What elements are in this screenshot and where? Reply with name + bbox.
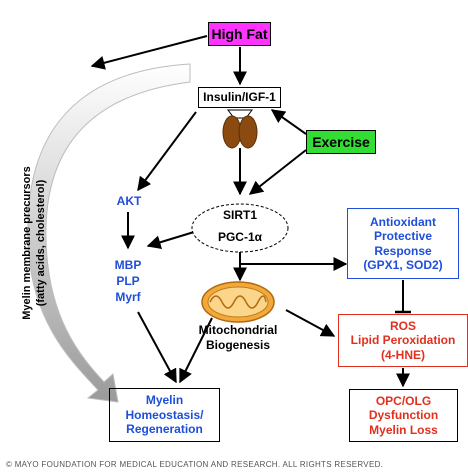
myelin-box: Myelin Homeostasis/ Regeneration <box>109 388 220 442</box>
ros-line-1: ROS <box>389 318 416 333</box>
sirt1-pgc-ellipse <box>191 203 289 253</box>
arrow-sirt1-mbp <box>146 231 195 250</box>
opc-line-2: Dysfunction <box>368 408 439 423</box>
myrf-label: Myrf <box>115 290 141 304</box>
copyright-footer: © MAYO FOUNDATION FOR MEDICAL EDUCATION … <box>6 460 384 469</box>
mbp-label: MBP <box>114 258 142 272</box>
opc-line-1: OPC/OLG <box>375 393 432 408</box>
ros-box: ROS Lipid Peroxidation (4-HNE) <box>338 314 468 367</box>
myelin-line-2: Homeostasis/ <box>125 407 204 422</box>
arrow-exercise-insulin <box>270 109 307 135</box>
exercise-label: Exercise <box>312 133 370 150</box>
antioxidant-line-4: (GPX1, SOD2) <box>363 257 443 272</box>
mito-line-1: Mitochondrial <box>198 323 278 337</box>
arrow-insulin-akt <box>137 111 197 192</box>
opc-box: OPC/OLG Dysfunction Myelin Loss <box>349 389 458 442</box>
opc-line-3: Myelin Loss <box>369 422 438 437</box>
arrow-mito-ros <box>285 309 336 337</box>
akt-label: AKT <box>116 194 142 208</box>
antioxidant-line-3: Response <box>374 243 432 258</box>
ros-line-3: (4-HNE) <box>381 347 425 362</box>
antioxidant-box: Antioxidant Protective Response (GPX1, S… <box>347 208 459 279</box>
precursors-label: Myelin membrane precursors (fatty acids,… <box>20 153 56 333</box>
arrow-myrf-myelin <box>137 311 177 384</box>
arrow-mito-myelin <box>179 317 213 384</box>
insulin-box: Insulin/IGF-1 <box>198 87 281 108</box>
exercise-box: Exercise <box>306 130 376 154</box>
precursors-line-2: (fatty acids, cholesterol) <box>35 179 48 307</box>
precursors-line-1: Myelin membrane precursors <box>21 166 33 320</box>
pgc-label: PGC-1α <box>217 230 263 244</box>
plp-label: PLP <box>116 274 140 288</box>
ros-line-2: Lipid Peroxidation <box>350 333 456 348</box>
antioxidant-line-1: Antioxidant <box>370 214 436 229</box>
precursor-curved-arrow <box>27 63 191 403</box>
mitochondrion-icon <box>201 281 275 323</box>
myelin-line-3: Regeneration <box>126 422 203 437</box>
arrow-highfat-left <box>90 35 208 70</box>
arrow-exercise-sirt1 <box>248 149 307 195</box>
mito-line-2: Biogenesis <box>205 338 271 352</box>
sirt1-label: SIRT1 <box>222 208 257 222</box>
antioxidant-line-2: Protective <box>373 229 433 244</box>
receptor-icon <box>222 109 258 149</box>
myelin-line-1: Myelin <box>145 393 184 408</box>
insulin-label: Insulin/IGF-1 <box>203 90 276 105</box>
high-fat-box: High Fat <box>208 22 271 46</box>
high-fat-label: High Fat <box>211 25 268 42</box>
